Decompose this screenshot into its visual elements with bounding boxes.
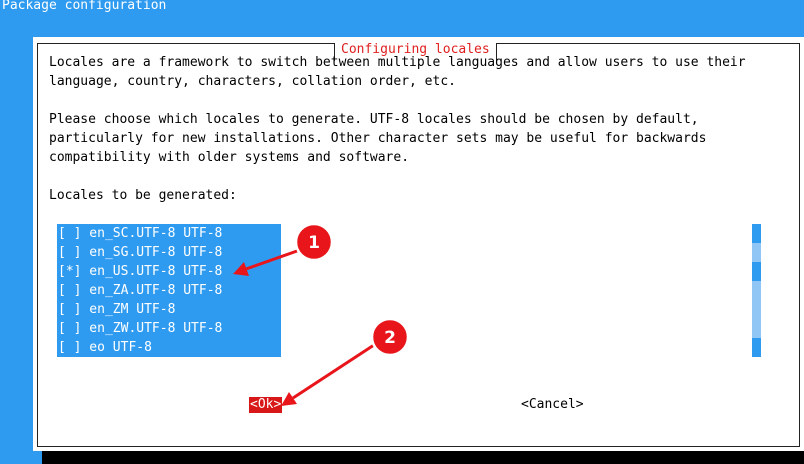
list-scrollbar[interactable] [752,224,761,357]
dialog-frame: Configuring locales [37,43,800,447]
locales-dialog: Configuring locales Locales are a framew… [33,37,804,451]
locale-item-en-us[interactable]: [*] en_US.UTF-8 UTF-8 [58,264,223,279]
intro-line-1: Locales are a framework to switch betwee… [49,55,746,70]
intro-line-2: language, country, characters, collation… [49,74,456,89]
choose-line-2: particularly for new installations. Othe… [49,131,707,146]
locale-item-en-zw[interactable]: [ ] en_ZW.UTF-8 UTF-8 [58,321,223,336]
scrollbar-top-segment [752,224,761,243]
locale-item-en-sc[interactable]: [ ] en_SC.UTF-8 UTF-8 [58,226,223,241]
dialog-title: Configuring locales [334,43,497,61]
annotation-badge-1: 1 [294,222,334,262]
annotation-number-1: 1 [308,233,320,253]
scrollbar-bottom-segment [752,338,761,357]
locale-item-en-za[interactable]: [ ] en_ZA.UTF-8 UTF-8 [58,283,223,298]
annotation-arrow-2 [281,343,375,406]
window-title: Package configuration [2,0,167,13]
annotation-number-2: 2 [384,328,396,348]
annotation-badge-2: 2 [370,317,410,357]
locale-item-en-zm[interactable]: [ ] en_ZM UTF-8 [58,302,176,317]
scrollbar-thumb[interactable] [752,262,761,281]
locale-item-eo[interactable]: [ ] eo UTF-8 [58,340,152,355]
ok-button[interactable]: <Ok> [249,397,283,413]
annotation-arrow-1 [233,249,298,276]
choose-line-1: Please choose which locales to generate.… [49,112,699,127]
locale-list[interactable]: [ ] en_SC.UTF-8 UTF-8 [ ] en_SG.UTF-8 UT… [57,224,281,357]
choose-line-3: compatibility with older systems and sof… [49,150,410,165]
locale-item-en-sg[interactable]: [ ] en_SG.UTF-8 UTF-8 [58,245,223,260]
list-label: Locales to be generated: [49,188,237,203]
cancel-button[interactable]: <Cancel> [521,397,584,412]
